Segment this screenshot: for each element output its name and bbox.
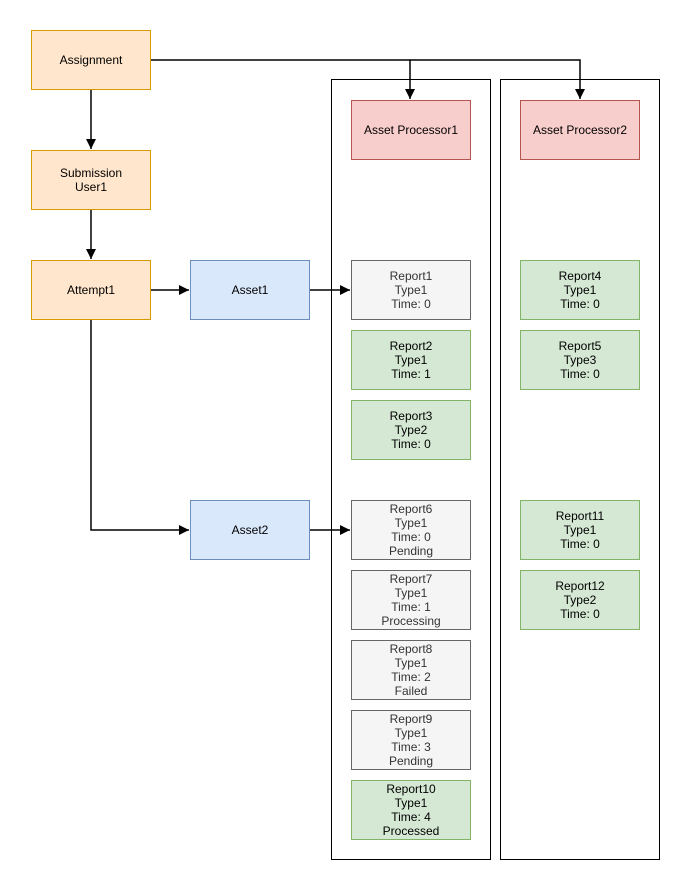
asset1-label: Asset1 bbox=[231, 283, 269, 297]
node-report2: Report2 Type1 Time: 1 bbox=[351, 330, 471, 390]
report-status: Pending bbox=[388, 544, 434, 558]
report-type: Type1 bbox=[394, 586, 428, 600]
report-name: Report7 bbox=[389, 572, 433, 586]
assignment-label: Assignment bbox=[59, 53, 123, 67]
report-type: Type1 bbox=[394, 726, 428, 740]
node-report9: Report9 Type1 Time: 3 Pending bbox=[351, 710, 471, 770]
report-type: Type2 bbox=[563, 593, 597, 607]
report-time: Time: 2 bbox=[391, 670, 431, 684]
report-time: Time: 1 bbox=[391, 600, 431, 614]
report-name: Report5 bbox=[558, 339, 602, 353]
report-time: Time: 0 bbox=[560, 537, 600, 551]
node-submission: Submission User1 bbox=[31, 150, 151, 210]
report-type: Type1 bbox=[563, 523, 597, 537]
report-time: Time: 0 bbox=[560, 367, 600, 381]
report-type: Type2 bbox=[394, 423, 428, 437]
report-name: Report1 bbox=[389, 269, 433, 283]
report-name: Report10 bbox=[386, 782, 436, 796]
node-report8: Report8 Type1 Time: 2 Failed bbox=[351, 640, 471, 700]
node-report12: Report12 Type2 Time: 0 bbox=[520, 570, 640, 630]
report-type: Type3 bbox=[563, 353, 597, 367]
processor2-container bbox=[500, 79, 660, 860]
report-type: Type1 bbox=[394, 283, 428, 297]
report-name: Report2 bbox=[389, 339, 433, 353]
node-assignment: Assignment bbox=[31, 30, 151, 90]
report-time: Time: 0 bbox=[560, 297, 600, 311]
report-name: Report12 bbox=[555, 579, 605, 593]
report-type: Type1 bbox=[394, 353, 428, 367]
report-type: Type1 bbox=[563, 283, 597, 297]
node-report6: Report6 Type1 Time: 0 Pending bbox=[351, 500, 471, 560]
report-status: Processing bbox=[381, 614, 441, 628]
asset-processor2-label: Asset Processor2 bbox=[532, 123, 628, 137]
report-time: Time: 3 bbox=[391, 740, 431, 754]
asset-processor1-label: Asset Processor1 bbox=[363, 123, 459, 137]
node-report11: Report11 Type1 Time: 0 bbox=[520, 500, 640, 560]
report-time: Time: 4 bbox=[391, 810, 431, 824]
node-asset2: Asset2 bbox=[190, 500, 310, 560]
report-type: Type1 bbox=[394, 516, 428, 530]
report-type: Type1 bbox=[394, 656, 428, 670]
report-status: Processed bbox=[382, 824, 440, 838]
node-report7: Report7 Type1 Time: 1 Processing bbox=[351, 570, 471, 630]
report-name: Report11 bbox=[555, 509, 605, 523]
node-report4: Report4 Type1 Time: 0 bbox=[520, 260, 640, 320]
node-report5: Report5 Type3 Time: 0 bbox=[520, 330, 640, 390]
report-time: Time: 1 bbox=[391, 367, 431, 381]
node-asset-processor1: Asset Processor1 bbox=[351, 100, 471, 160]
node-report10: Report10 Type1 Time: 4 Processed bbox=[351, 780, 471, 840]
attempt1-label: Attempt1 bbox=[66, 283, 116, 297]
report-time: Time: 0 bbox=[391, 437, 431, 451]
edge-attempt1-to-asset2 bbox=[90, 320, 189, 535]
report-name: Report3 bbox=[389, 409, 433, 423]
report-name: Report6 bbox=[389, 502, 433, 516]
node-asset-processor2: Asset Processor2 bbox=[520, 100, 640, 160]
report-status: Pending bbox=[388, 754, 434, 768]
report-name: Report4 bbox=[558, 269, 602, 283]
node-report3: Report3 Type2 Time: 0 bbox=[351, 400, 471, 460]
report-type: Type1 bbox=[394, 796, 428, 810]
node-attempt1: Attempt1 bbox=[31, 260, 151, 320]
asset2-label: Asset2 bbox=[231, 523, 269, 537]
report-name: Report9 bbox=[389, 712, 433, 726]
report-time: Time: 0 bbox=[560, 607, 600, 621]
report-name: Report8 bbox=[389, 642, 433, 656]
node-report1: Report1 Type1 Time: 0 bbox=[351, 260, 471, 320]
report-time: Time: 0 bbox=[391, 530, 431, 544]
node-asset1: Asset1 bbox=[190, 260, 310, 320]
report-status: Failed bbox=[394, 684, 428, 698]
submission-label: Submission User1 bbox=[59, 166, 123, 194]
report-time: Time: 0 bbox=[391, 297, 431, 311]
